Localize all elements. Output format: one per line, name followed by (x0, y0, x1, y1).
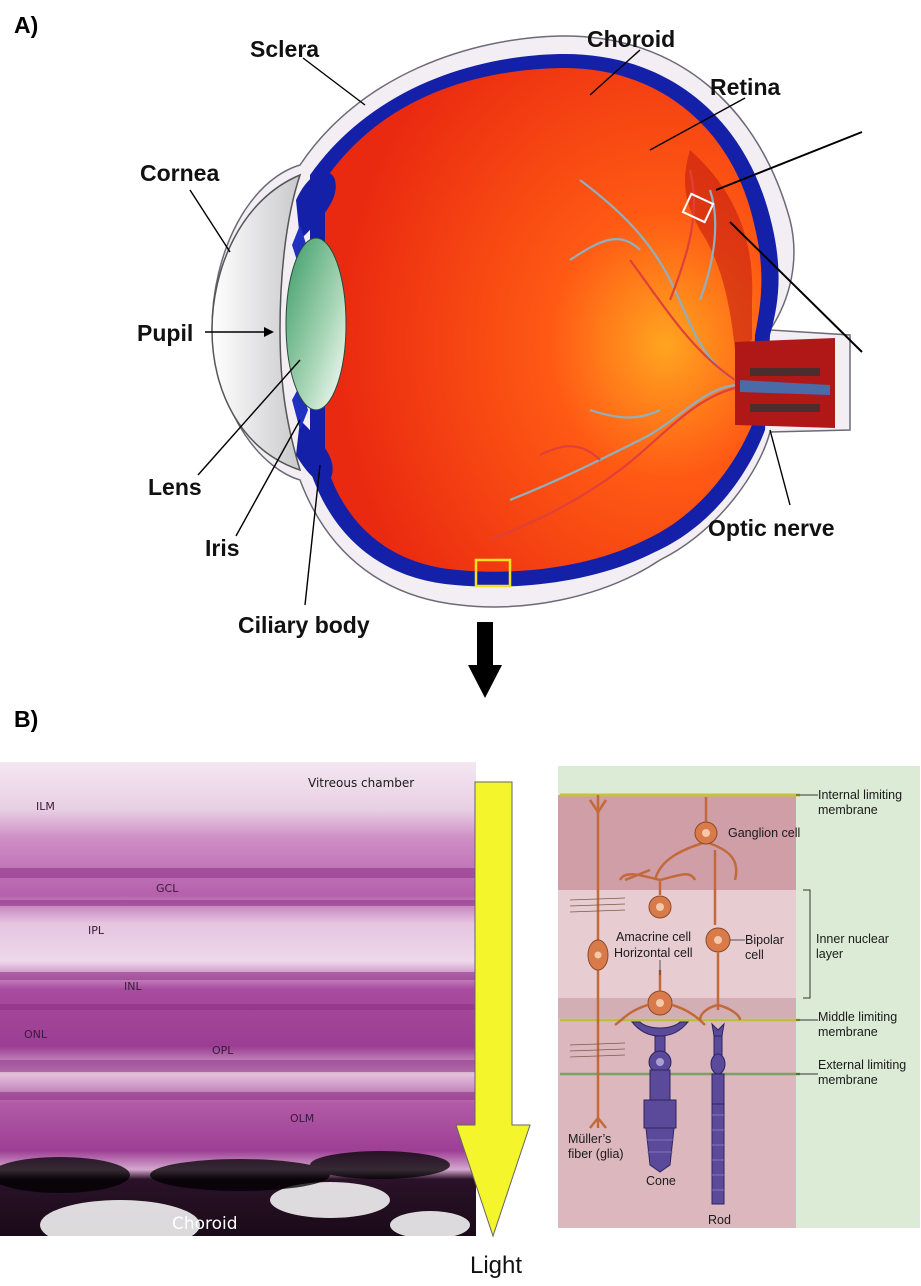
label-ciliary-body: Ciliary body (238, 612, 370, 639)
label-bipolar-cell: Bipolar cell (745, 933, 784, 963)
label-middle-limiting-line1: Middle limiting (818, 1010, 897, 1025)
label-ipl: IPL (88, 924, 104, 937)
label-external-limiting-line2: membrane (818, 1073, 906, 1088)
label-horizontal-cell: Horizontal cell (614, 946, 693, 961)
label-external-limiting: External limiting membrane (818, 1058, 906, 1088)
label-cornea: Cornea (140, 160, 219, 187)
optic-nerve-shape (735, 338, 835, 428)
panel-b-letter: B) (14, 706, 38, 733)
histology-image (0, 762, 476, 1250)
label-retina: Retina (710, 74, 780, 101)
label-opl: OPL (212, 1044, 233, 1057)
label-inl: INL (124, 980, 142, 993)
label-internal-limiting: Internal limiting membrane (818, 788, 902, 818)
label-optic-nerve: Optic nerve (708, 515, 835, 542)
label-inner-nuclear-line1: Inner nuclear (816, 932, 889, 947)
label-bipolar-line1: Bipolar (745, 933, 784, 948)
label-middle-limiting-line2: membrane (818, 1025, 897, 1040)
label-ganglion-cell: Ganglion cell (728, 826, 800, 841)
label-choroid: Choroid (587, 26, 675, 53)
label-amacrine-cell: Amacrine cell (616, 930, 691, 945)
label-histology-choroid: Choroid (172, 1214, 238, 1234)
label-rod: Rod (708, 1213, 731, 1228)
down-arrow (468, 622, 502, 698)
label-olm: OLM (290, 1112, 314, 1125)
label-external-limiting-line1: External limiting (818, 1058, 906, 1073)
label-sclera: Sclera (250, 36, 319, 63)
label-light: Light (470, 1252, 522, 1280)
label-cone: Cone (646, 1174, 676, 1189)
label-inner-nuclear: Inner nuclear layer (816, 932, 889, 962)
label-internal-limiting-line2: membrane (818, 803, 902, 818)
label-internal-limiting-line1: Internal limiting (818, 788, 902, 803)
label-iris: Iris (205, 535, 240, 562)
label-muller-fiber: Müller’s fiber (glia) (568, 1132, 624, 1162)
label-gcl: GCL (156, 882, 178, 895)
label-onl: ONL (24, 1028, 47, 1041)
label-middle-limiting: Middle limiting membrane (818, 1010, 897, 1040)
label-lens: Lens (148, 474, 202, 501)
label-pupil: Pupil (137, 320, 193, 347)
label-vitreous-chamber: Vitreous chamber (308, 776, 414, 790)
label-muller-line2: fiber (glia) (568, 1147, 624, 1162)
label-inner-nuclear-line2: layer (816, 947, 889, 962)
label-muller-line1: Müller’s (568, 1132, 624, 1147)
label-ilm: ILM (36, 800, 55, 813)
label-bipolar-line2: cell (745, 948, 784, 963)
